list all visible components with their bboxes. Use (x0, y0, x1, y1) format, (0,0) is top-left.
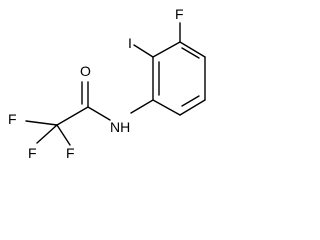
bond-cf3-f-right (56, 124, 71, 146)
ring-double-bond-1 (181, 47, 200, 59)
bond-n-c-carbonyl (87, 106, 111, 121)
ring-bond-6 (152, 41, 181, 58)
ring-bond-1 (179, 41, 206, 58)
atom-oxygen: O (80, 63, 91, 79)
bond-c-n (130, 99, 154, 114)
atom-fluorine-bottom: F (28, 145, 37, 161)
atom-fluorine-left: F (8, 111, 17, 127)
ring-bond-3 (179, 99, 206, 116)
bond-cf3-f-bottom (36, 124, 58, 144)
atom-iodine: I (128, 35, 132, 51)
atom-fluorine-top: F (175, 6, 184, 22)
bond-c-i (133, 44, 154, 58)
benzene-ring (152, 41, 206, 116)
atom-nitrogen: NH (110, 119, 130, 135)
bond-cf3-f-left (25, 120, 58, 126)
ring-bond-4 (152, 99, 181, 116)
atom-fluorine-right: F (66, 145, 75, 161)
ring-double-bond-2 (181, 95, 200, 107)
bond-carbonyl-cf3 (56, 106, 89, 126)
structure-diagram: F I O NH F F F (8, 6, 206, 161)
